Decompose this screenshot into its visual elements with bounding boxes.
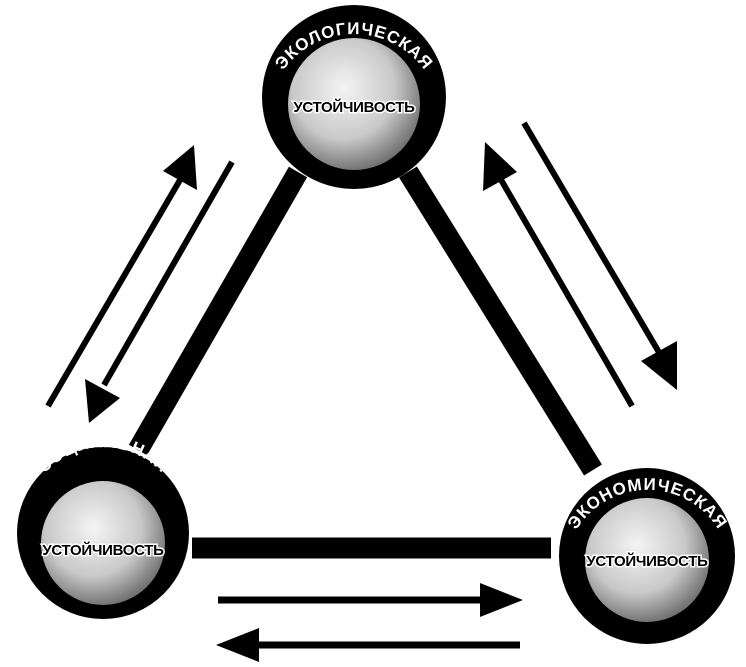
arrow-economic-to-social [216,628,520,662]
bar-ecological-economic [399,166,602,476]
node-social: СОЦИАЛЬНАЯ УСТОЙЧИВОСТЬ [17,432,189,619]
social-inner-label: УСТОЙЧИВОСТЬ [42,541,164,559]
arrow-economic-to-ecological [483,142,635,408]
node-economic: ЭКОНОМИЧЕСКАЯ УСТОЙЧИВОСТЬ [559,468,735,644]
arrow-ecological-to-economic [521,121,677,390]
arrow-ecological-to-social [85,160,235,423]
connection-bars [128,166,602,559]
ecological-inner-label: УСТОЙЧИВОСТЬ [293,98,415,116]
economic-inner-label: УСТОЙЧИВОСТЬ [586,552,708,570]
arrow-social-to-economic [218,583,523,617]
arrow-social-to-ecological [45,145,197,408]
bar-ecological-social [128,166,308,456]
node-ecological: ЭКОЛОГИЧЕСКАЯ УСТОЙЧИВОСТЬ [262,5,446,189]
direction-arrows [45,121,677,662]
